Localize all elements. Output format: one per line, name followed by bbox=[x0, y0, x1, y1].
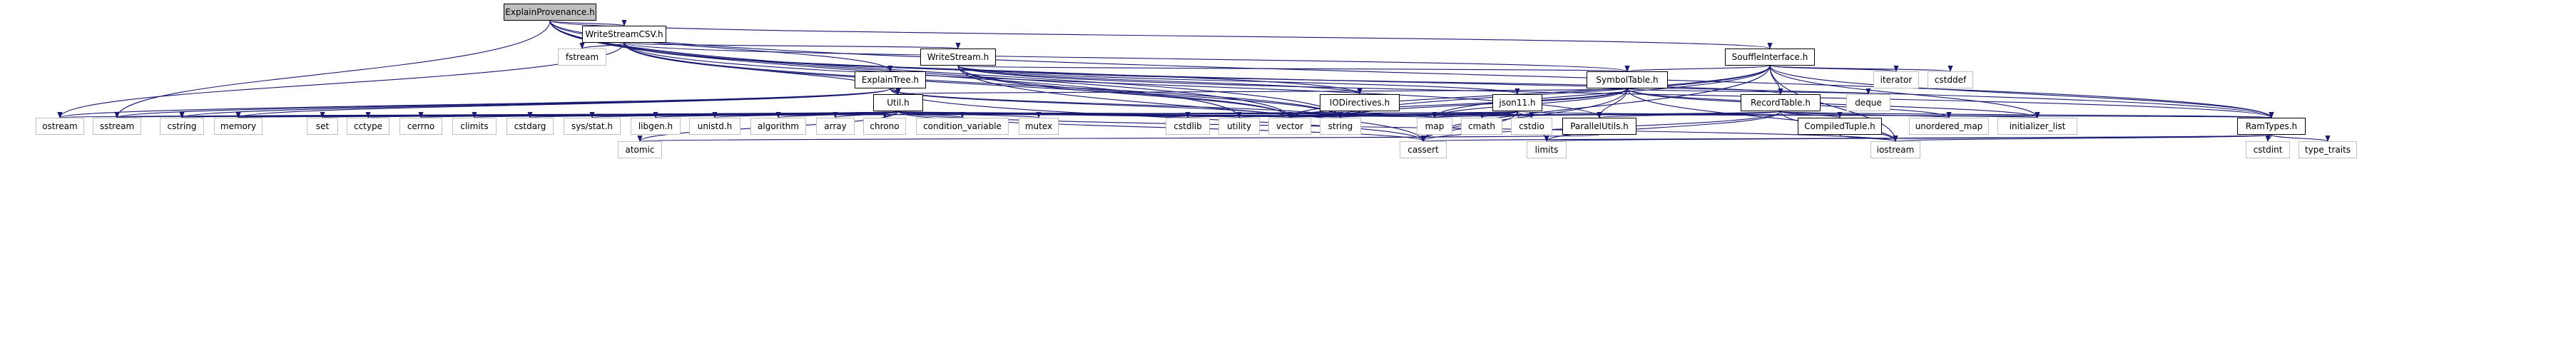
edge-explainprovenance-to-souffleinterface bbox=[549, 20, 1772, 49]
graph-node-array: array bbox=[816, 118, 855, 135]
graph-node-symboltable[interactable]: SymbolTable.h bbox=[1587, 71, 1668, 88]
edge-writestream-to-symboltable bbox=[957, 65, 1629, 72]
edge-writestreamcsv-to-string bbox=[623, 42, 1343, 118]
graph-node-utility: utility bbox=[1218, 118, 1260, 135]
edge-ramtypes-to-iostream bbox=[1893, 134, 2272, 142]
edge-recordtable-to-compiledtuple bbox=[1780, 111, 1843, 118]
graph-node-explainprovenance[interactable]: ExplainProvenance.h bbox=[504, 4, 596, 21]
graph-node-limits: limits bbox=[1527, 141, 1567, 158]
graph-node-iodirectives[interactable]: IODirectives.h bbox=[1320, 94, 1400, 111]
graph-node-vector: vector bbox=[1268, 118, 1311, 135]
graph-node-cctype: cctype bbox=[347, 118, 390, 135]
graph-node-set: set bbox=[307, 118, 338, 135]
graph-node-compiledtuple[interactable]: CompiledTuple.h bbox=[1798, 118, 1882, 135]
graph-node-string: string bbox=[1320, 118, 1361, 135]
graph-node-sysstat: sys/stat.h bbox=[564, 118, 621, 135]
edge-recordtable-to-limits bbox=[1544, 111, 1781, 142]
graph-node-memory: memory bbox=[214, 118, 263, 135]
edge-symboltable-to-util bbox=[897, 88, 1628, 95]
edge-souffleinterface-to-ramtypes bbox=[1769, 65, 2274, 118]
graph-node-deque: deque bbox=[1846, 94, 1890, 111]
edge-explainprovenance-to-sstream bbox=[114, 20, 551, 118]
graph-node-libgen: libgen.h bbox=[631, 118, 681, 135]
graph-node-iterator: iterator bbox=[1873, 71, 1919, 88]
edge-json11-to-memory bbox=[238, 111, 1518, 118]
edge-writestream-to-cassert bbox=[957, 65, 1426, 142]
graph-node-sstream: sstream bbox=[93, 118, 141, 135]
edge-recordtable-to-vector bbox=[1288, 111, 1781, 118]
edge-souffleinterface-to-recordtable bbox=[1769, 65, 1783, 95]
edge-explaintree-to-memory bbox=[235, 88, 891, 118]
graph-node-initializer-list: initializer_list bbox=[1997, 118, 2077, 135]
graph-node-cstring: cstring bbox=[160, 118, 204, 135]
graph-node-cmath: cmath bbox=[1461, 118, 1502, 135]
edge-util-to-map bbox=[897, 111, 1436, 118]
graph-node-explaintree[interactable]: ExplainTree.h bbox=[855, 71, 926, 88]
edge-explaintree-to-ostream bbox=[58, 88, 891, 118]
edge-writestreamcsv-to-symboltable bbox=[623, 42, 1629, 72]
graph-node-type-traits: type_traits bbox=[2298, 141, 2357, 158]
edge-writestreamcsv-to-fstream bbox=[579, 42, 625, 49]
graph-node-cstdlib: cstdlib bbox=[1166, 118, 1210, 135]
graph-node-recordtable[interactable]: RecordTable.h bbox=[1741, 94, 1821, 111]
edge-recordtable-to-parallelutils bbox=[1597, 111, 1781, 118]
graph-node-ramtypes[interactable]: RamTypes.h bbox=[2237, 118, 2306, 135]
edge-writestreamcsv-to-ramtypes bbox=[623, 42, 2274, 118]
edge-symboltable-to-initializer_list bbox=[1626, 88, 2040, 118]
edge-ramtypes-to-cstdint bbox=[2265, 134, 2272, 142]
graph-node-unordered-map: unordered_map bbox=[1909, 118, 1989, 135]
edge-parallelutils-to-atomic bbox=[639, 134, 1600, 142]
graph-node-fstream: fstream bbox=[558, 49, 606, 66]
edge-writestream-to-json11 bbox=[957, 65, 1520, 95]
edge-writestream-to-iodirectives bbox=[957, 65, 1363, 95]
graph-node-cstdarg: cstdarg bbox=[506, 118, 554, 135]
graph-node-parallelutils[interactable]: ParallelUtils.h bbox=[1562, 118, 1636, 135]
graph-node-writestreamcsv[interactable]: WriteStreamCSV.h bbox=[582, 26, 666, 43]
edge-util-to-cassert bbox=[897, 111, 1426, 142]
graph-node-unistd: unistd.h bbox=[689, 118, 740, 135]
graph-node-mutex: mutex bbox=[1019, 118, 1059, 135]
edge-souffleinterface-to-cstddef bbox=[1769, 65, 1953, 72]
edge-ramtypes-to-type_traits bbox=[2271, 134, 2331, 142]
edge-souffleinterface-to-string bbox=[1338, 65, 1771, 118]
graph-node-algorithm: algorithm bbox=[750, 118, 806, 135]
graph-node-map: map bbox=[1417, 118, 1452, 135]
edge-symboltable-to-deque bbox=[1626, 88, 1870, 95]
edge-souffleinterface-to-vector bbox=[1287, 65, 1771, 118]
edge-writestreamcsv-to-vector bbox=[623, 42, 1293, 118]
graph-node-condition-variable: condition_variable bbox=[916, 118, 1009, 135]
graph-node-cstdint: cstdint bbox=[2246, 141, 2290, 158]
edge-writestream-to-recordtable bbox=[957, 65, 1783, 95]
edge-souffleinterface-to-map bbox=[1432, 65, 1771, 118]
graph-node-atomic: atomic bbox=[618, 141, 662, 158]
graph-node-souffleinterface[interactable]: SouffleInterface.h bbox=[1725, 49, 1815, 66]
graph-node-ostream: ostream bbox=[36, 118, 84, 135]
graph-node-iostream: iostream bbox=[1870, 141, 1920, 158]
graph-node-util[interactable]: Util.h bbox=[873, 94, 923, 111]
edge-util-to-iostream bbox=[897, 111, 1898, 142]
graph-node-chrono: chrono bbox=[863, 118, 906, 135]
edge-recordtable-to-ramtypes bbox=[1780, 111, 2274, 118]
graph-node-cstddef: cstddef bbox=[1928, 71, 1973, 88]
edge-json11-to-utility bbox=[1237, 111, 1518, 118]
edge-writestream-to-vector bbox=[957, 65, 1293, 118]
edge-souffleinterface-to-initializer_list bbox=[1769, 65, 2040, 118]
graph-node-cassert: cassert bbox=[1400, 141, 1447, 158]
edge-recordtable-to-unordered_map bbox=[1780, 111, 1952, 118]
graph-node-cerrno: cerrno bbox=[399, 118, 442, 135]
edge-explainprovenance-to-writestreamcsv bbox=[549, 19, 627, 26]
edge-symboltable-to-vector bbox=[1287, 88, 1628, 118]
edge-ramtypes-to-cassert bbox=[1422, 134, 2272, 142]
edge-explainprovenance-to-explaintree bbox=[549, 20, 893, 72]
edge-writestreamcsv-to-writestream bbox=[623, 42, 960, 49]
graph-node-writestream[interactable]: WriteStream.h bbox=[920, 49, 996, 66]
graph-node-json11[interactable]: json11.h bbox=[1492, 94, 1542, 111]
edge-souffleinterface-to-symboltable bbox=[1624, 65, 1771, 72]
edge-writestream-to-string bbox=[957, 65, 1343, 118]
graph-node-climits: climits bbox=[452, 118, 497, 135]
graph-node-cstdio: cstdio bbox=[1511, 118, 1552, 135]
